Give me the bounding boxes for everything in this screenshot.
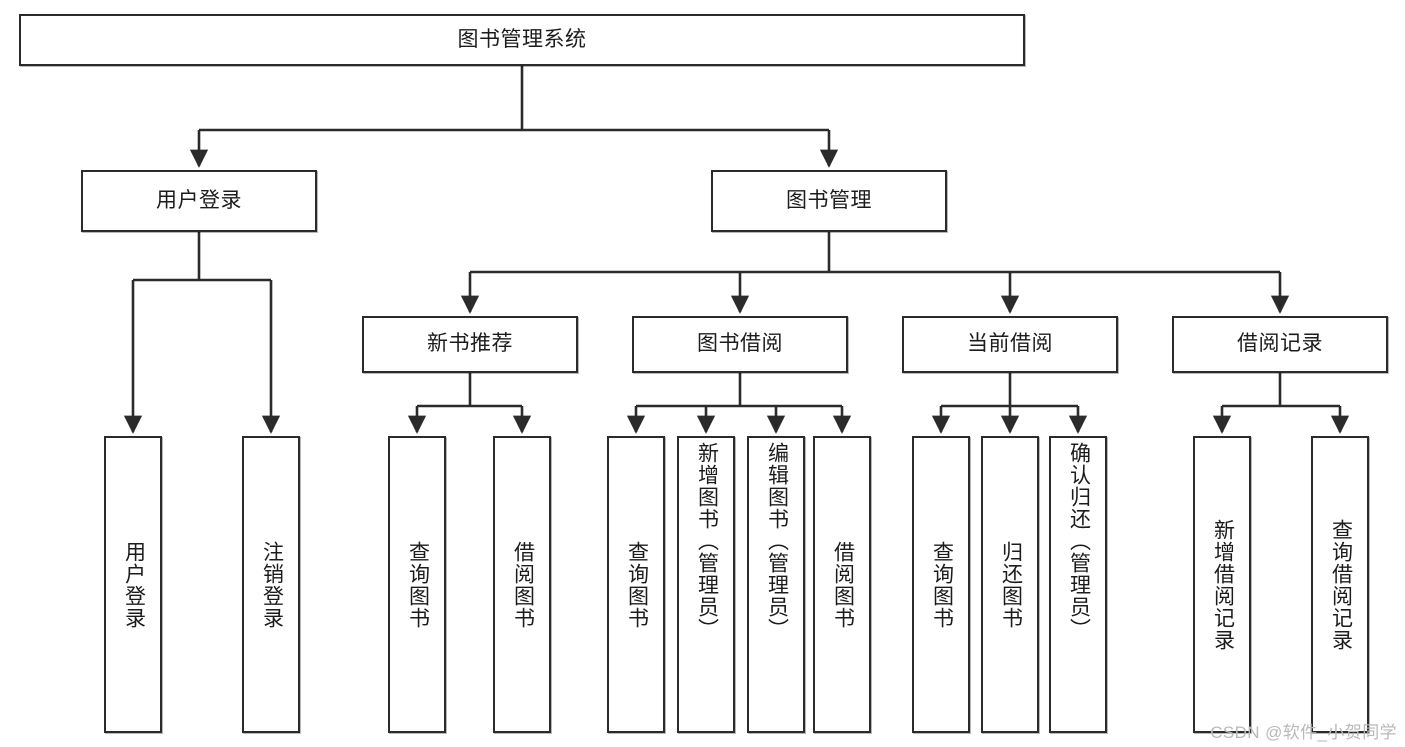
node-leaf-borrow-book-1[interactable]: 借阅图书	[493, 436, 551, 733]
node-leaf-user-login[interactable]: 用户登录	[104, 436, 162, 733]
node-book-manage-label: 图书管理	[786, 188, 872, 212]
node-user-login-label: 用户登录	[156, 188, 242, 212]
node-leaf-query-record[interactable]: 查询借阅记录	[1311, 436, 1369, 733]
node-root[interactable]: 图书管理系统	[19, 14, 1025, 66]
node-leaf-borrow-book-2[interactable]: 借阅图书	[813, 436, 871, 733]
node-leaf-return-book[interactable]: 归还图书	[981, 436, 1039, 733]
node-borrow-record-label: 借阅记录	[1237, 332, 1323, 356]
node-leaf-logout[interactable]: 注销登录	[242, 436, 300, 733]
node-new-book-rec[interactable]: 新书推荐	[362, 316, 578, 373]
node-leaf-query-book-1[interactable]: 查询图书	[388, 436, 446, 733]
node-new-book-rec-label: 新书推荐	[427, 332, 513, 356]
node-leaf-user-login-label: 用户登录	[122, 540, 146, 629]
node-current-borrow[interactable]: 当前借阅	[902, 316, 1118, 373]
node-root-label: 图书管理系统	[457, 27, 587, 51]
node-leaf-add-book[interactable]: 新增图书（管理员）	[677, 436, 735, 733]
node-leaf-edit-book[interactable]: 编辑图书（管理员）	[747, 436, 805, 733]
node-current-borrow-label: 当前借阅	[967, 332, 1053, 356]
node-leaf-add-record-label: 新增借阅记录	[1211, 518, 1235, 651]
node-leaf-query-book-3[interactable]: 查询图书	[912, 436, 970, 733]
node-leaf-add-record[interactable]: 新增借阅记录	[1193, 436, 1251, 733]
node-leaf-query-book-2-label: 查询图书	[625, 540, 649, 629]
node-borrow-record[interactable]: 借阅记录	[1172, 316, 1388, 373]
node-leaf-confirm-return-label: 确认归还（管理员）	[1067, 442, 1091, 640]
node-leaf-query-book-1-label: 查询图书	[406, 540, 430, 629]
node-leaf-return-book-label: 归还图书	[999, 540, 1023, 629]
node-leaf-query-book-3-label: 查询图书	[930, 540, 954, 629]
node-leaf-query-record-label: 查询借阅记录	[1329, 518, 1353, 651]
node-leaf-logout-label: 注销登录	[260, 540, 284, 629]
node-leaf-query-book-2[interactable]: 查询图书	[607, 436, 665, 733]
node-leaf-confirm-return[interactable]: 确认归还（管理员）	[1049, 436, 1107, 733]
node-user-login[interactable]: 用户登录	[81, 170, 317, 232]
node-leaf-borrow-book-1-label: 借阅图书	[511, 540, 535, 629]
node-leaf-edit-book-label: 编辑图书（管理员）	[765, 442, 789, 640]
node-leaf-add-book-label: 新增图书（管理员）	[695, 442, 719, 640]
node-leaf-borrow-book-2-label: 借阅图书	[831, 540, 855, 629]
csdn-watermark: CSDN @软件_小贺同学	[1210, 723, 1397, 742]
node-book-manage[interactable]: 图书管理	[711, 170, 947, 232]
node-book-borrow[interactable]: 图书借阅	[632, 316, 848, 373]
node-book-borrow-label: 图书借阅	[697, 332, 783, 356]
